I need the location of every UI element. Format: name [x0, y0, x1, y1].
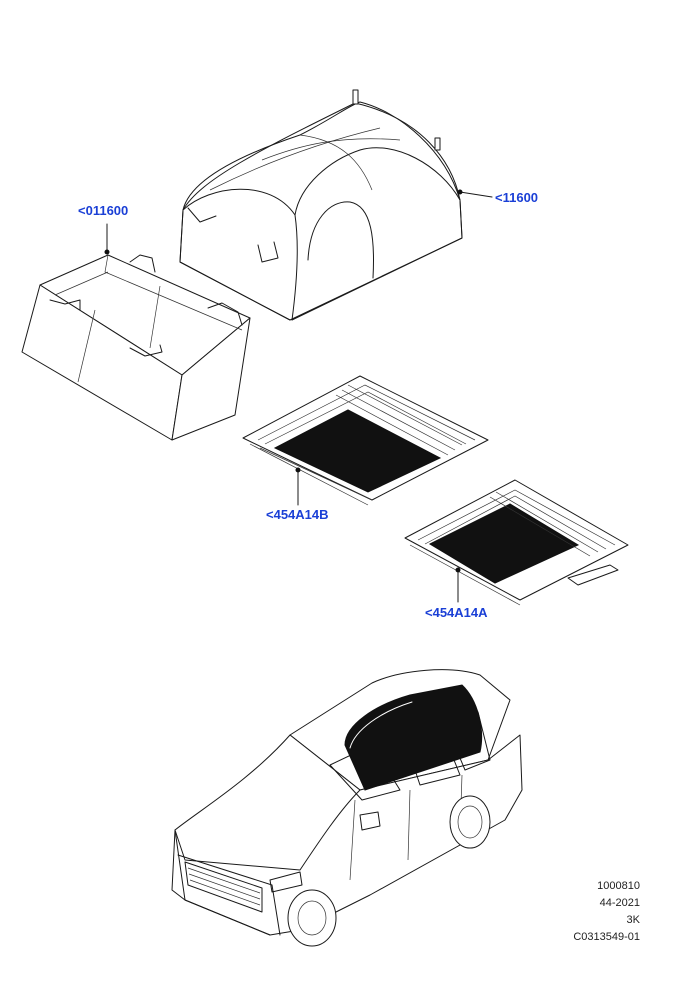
ref-line-4: C0313549-01 — [573, 931, 640, 943]
vehicle-illustration — [171, 669, 523, 947]
callout-cover-front[interactable]: <011600 — [78, 203, 129, 218]
callout-mat-lower[interactable]: <454A14A — [425, 605, 488, 620]
rear-tent-cover[interactable] — [179, 89, 493, 321]
callout-cover-rear[interactable]: <11600 — [495, 190, 539, 205]
ref-line-2: 44-2021 — [599, 897, 640, 909]
ref-line-1: 1000810 — [597, 880, 640, 892]
loadspace-mat-lower[interactable] — [404, 479, 629, 606]
front-cargo-liner[interactable] — [21, 223, 251, 441]
loadspace-mat-upper[interactable] — [242, 375, 489, 506]
callout-mat-upper[interactable]: <454A14B — [266, 507, 329, 522]
ref-line-3: 3K — [626, 914, 640, 926]
